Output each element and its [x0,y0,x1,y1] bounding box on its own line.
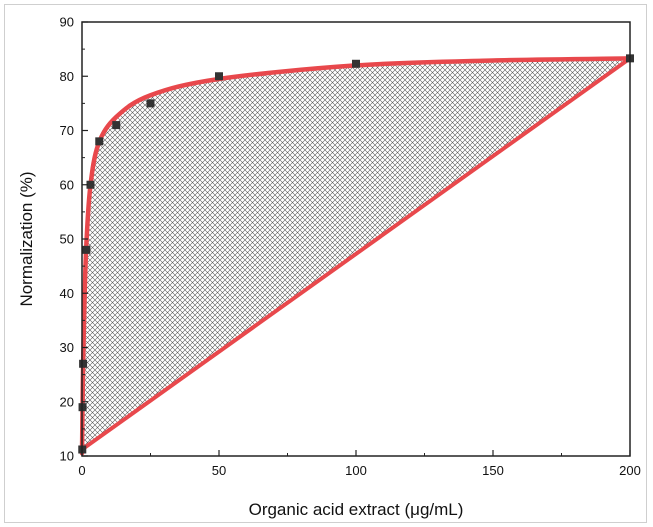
x-tick-label: 200 [619,463,641,478]
y-tick-label: 50 [60,232,74,247]
data-point [146,99,155,108]
y-tick-label: 40 [60,286,74,301]
data-point [215,72,223,81]
y-tick-label: 20 [60,394,74,409]
x-tick-label: 50 [212,463,226,478]
y-tick-label: 10 [60,449,74,464]
data-point [82,245,91,254]
x-tick-label: 150 [482,463,504,478]
data-point [79,359,88,368]
data-point [112,121,121,130]
y-tick-label: 70 [60,123,74,138]
y-tick-label: 90 [60,15,74,30]
x-axis-title: Organic acid extract (μg/mL) [249,500,464,519]
straight-line [80,56,632,452]
data-point [86,180,95,189]
data-point [95,137,104,146]
hatched-area [82,58,630,454]
y-tick-label: 80 [60,69,74,84]
fitted-curve [79,56,633,456]
y-tick-label: 60 [60,177,74,192]
x-tick-label: 100 [345,463,367,478]
y-tick-label: 30 [60,340,74,355]
x-tick-label: 0 [78,463,85,478]
data-point [352,59,360,68]
y-axis-title: Normalization (%) [17,171,36,306]
